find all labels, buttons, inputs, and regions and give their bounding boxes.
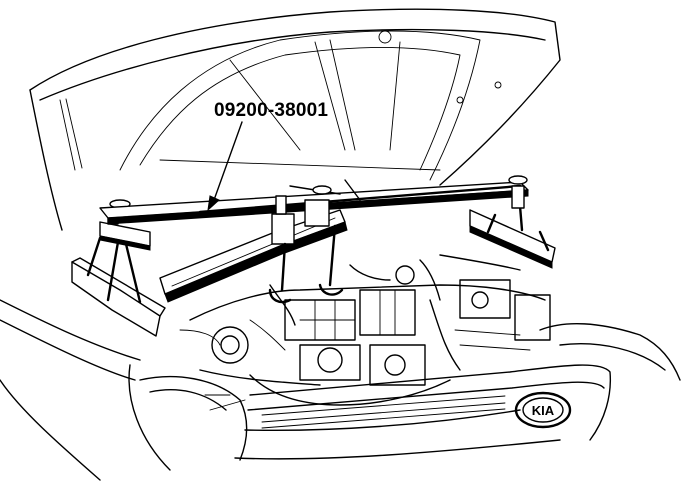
center-hook-assembly <box>268 179 361 304</box>
right-support-stand <box>469 175 556 269</box>
part-number-label: 09200-38001 <box>214 100 329 121</box>
open-hood <box>29 8 561 231</box>
cross-member <box>159 209 348 303</box>
emblem-text: KIA <box>532 403 555 418</box>
car-body <box>0 299 681 481</box>
callout-leader <box>207 121 243 212</box>
kia-emblem: KIA <box>514 391 572 429</box>
left-support-stand <box>71 199 166 337</box>
engine-components <box>179 254 551 411</box>
